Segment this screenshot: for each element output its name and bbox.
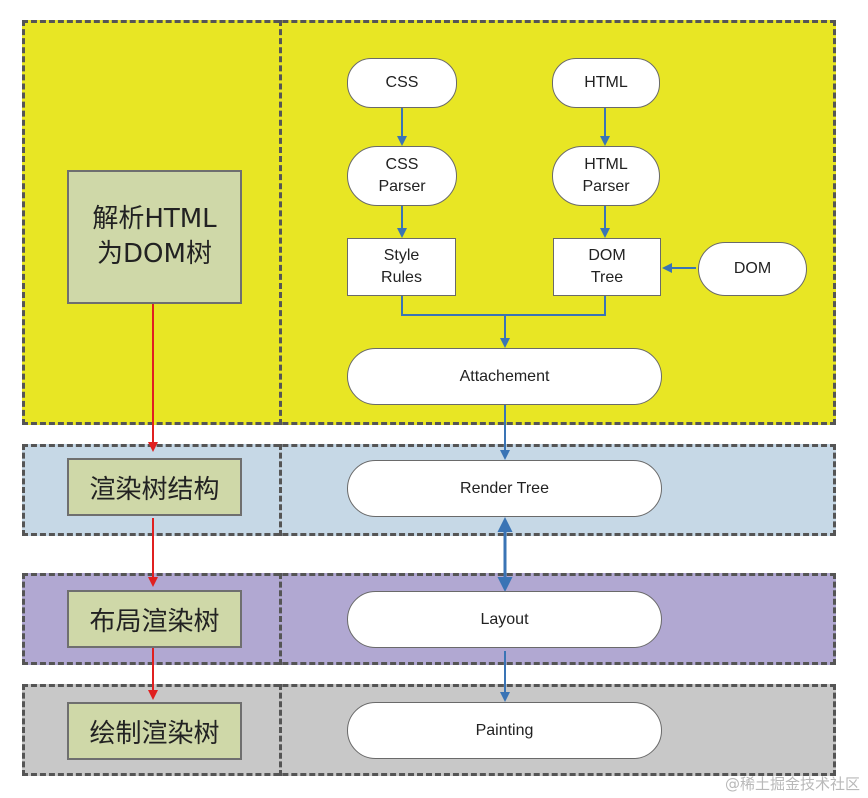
stage-layout: 布局渲染树 [67, 590, 242, 648]
node-render-tree: Render Tree [347, 460, 662, 517]
node-dom-tree: DOM Tree [553, 238, 661, 296]
stage-paint: 绘制渲染树 [67, 702, 242, 760]
watermark: @稀土掘金技术社区 [724, 775, 860, 793]
node-painting: Painting [347, 702, 662, 759]
connector-rules-merge [401, 296, 606, 316]
node-layout: Layout [347, 591, 662, 648]
divider-layout [279, 573, 282, 665]
node-css: CSS [347, 58, 457, 108]
divider-paint [279, 684, 282, 776]
node-html: HTML [552, 58, 660, 108]
node-css-parser: CSS Parser [347, 146, 457, 206]
node-dom: DOM [698, 242, 807, 296]
divider-render-tree [279, 444, 282, 536]
stage-parse-html: 解析HTML 为DOM树 [67, 170, 242, 304]
node-attachement: Attachement [347, 348, 662, 405]
stage-render-tree: 渲染树结构 [67, 458, 242, 516]
divider-parse [279, 20, 282, 425]
node-html-parser: HTML Parser [552, 146, 660, 206]
node-style-rules: Style Rules [347, 238, 456, 296]
